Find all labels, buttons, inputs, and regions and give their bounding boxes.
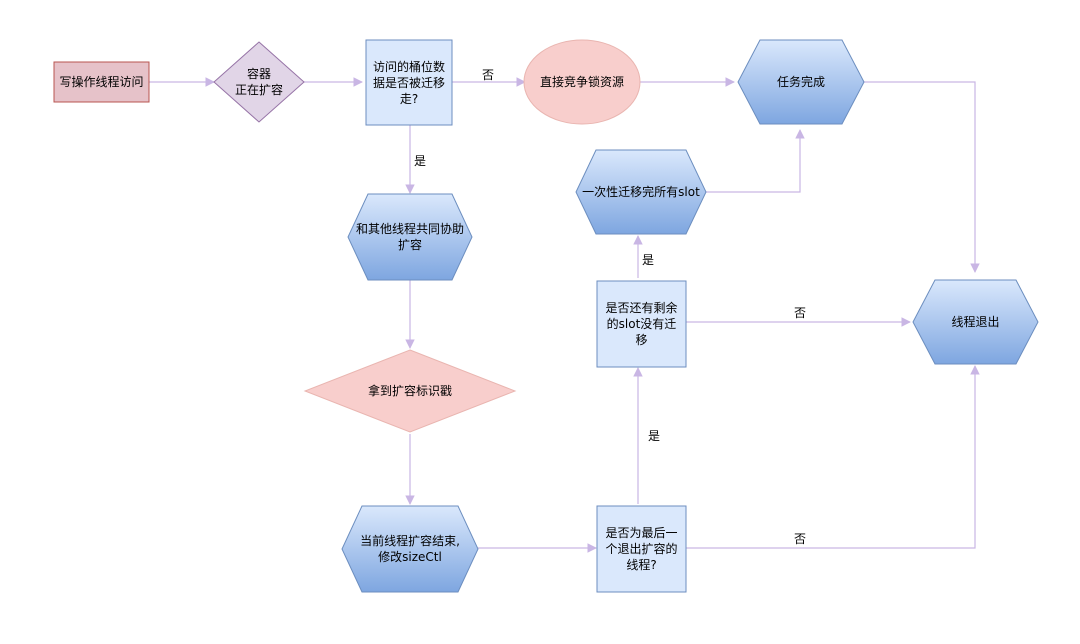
compete-text: 直接竞争锁资源 xyxy=(539,75,624,89)
edge-label-no-exit-remaining: 否 xyxy=(794,306,807,320)
node-assist-label: 和其他线程共同协助 扩容 xyxy=(348,204,472,270)
node-start-label: 写操作线程访问 xyxy=(54,62,149,102)
node-stamp xyxy=(303,349,517,433)
edge-label-no-exit-last: 否 xyxy=(794,532,807,546)
node-migrated-check xyxy=(365,39,453,126)
last-text-line1: 是否为最后一 xyxy=(605,526,678,540)
node-stamp-label: 拿到扩容标识戳 xyxy=(335,371,485,411)
done-text: 任务完成 xyxy=(776,75,825,89)
resizing-text-line1: 容器 xyxy=(246,67,271,81)
node-resizing-decision xyxy=(213,41,305,123)
last-text-line3: 线程? xyxy=(626,558,657,572)
node-done-label: 任务完成 xyxy=(738,62,864,102)
node-migrate-all xyxy=(575,149,707,235)
resizing-text-line2: 正在扩容 xyxy=(234,83,283,97)
node-compete-label: 直接竞争锁资源 xyxy=(524,62,640,102)
edge-label-yes-remaining: 是 xyxy=(648,429,661,443)
node-start xyxy=(53,61,150,103)
node-last-check xyxy=(596,505,687,593)
edge-last-to-exit xyxy=(686,365,980,549)
assist-text-line2: 扩容 xyxy=(397,238,422,252)
node-exit-label: 线程退出 xyxy=(913,302,1038,342)
node-resizing-label: 容器 正在扩容 xyxy=(214,42,304,122)
remaining-text-line2: 的slot没有迁 xyxy=(606,317,677,331)
node-last-label: 是否为最后一 个退出扩容的 线程? xyxy=(597,506,686,592)
node-exit xyxy=(912,279,1039,365)
node-remaining-label: 是否还有剩余 的slot没有迁 移 xyxy=(597,281,686,367)
edge-label-yes-migrate-all: 是 xyxy=(642,253,655,267)
node-finish xyxy=(341,505,479,593)
edge-migrate-all-to-done xyxy=(706,129,805,193)
finish-text-line2: 修改sizeCtl xyxy=(378,550,442,564)
assist-text-line1: 和其他线程共同协助 xyxy=(355,222,464,236)
edge-done-to-exit xyxy=(864,81,980,273)
node-compete xyxy=(523,39,641,125)
edge-label-yes-assist: 是 xyxy=(414,154,427,168)
node-migrated-label: 访问的桶位数 据是否被迁移 走? xyxy=(366,40,452,125)
migrate-all-text: 一次性迁移完所有slot xyxy=(582,185,700,199)
node-done xyxy=(737,39,865,125)
exit-text: 线程退出 xyxy=(951,315,1000,329)
finish-text-line1: 当前线程扩容结束, xyxy=(360,534,460,548)
node-assist xyxy=(347,193,473,281)
edge-label-no-compete: 否 xyxy=(482,68,495,82)
start-text: 写操作线程访问 xyxy=(59,75,144,89)
migrated-text-line3: 走? xyxy=(399,91,419,106)
remaining-text-line1: 是否还有剩余 xyxy=(605,301,678,315)
remaining-text-line3: 移 xyxy=(635,333,648,347)
migrated-text-line1: 访问的桶位数 xyxy=(372,59,445,74)
node-remaining-check xyxy=(596,280,687,368)
stamp-text: 拿到扩容标识戳 xyxy=(367,384,452,398)
last-text-line2: 个退出扩容的 xyxy=(605,542,678,556)
node-migrate-all-label: 一次性迁移完所有slot xyxy=(576,172,706,212)
migrated-text-line2: 据是否被迁移 xyxy=(372,75,445,90)
node-finish-label: 当前线程扩容结束, 修改sizeCtl xyxy=(342,516,478,582)
